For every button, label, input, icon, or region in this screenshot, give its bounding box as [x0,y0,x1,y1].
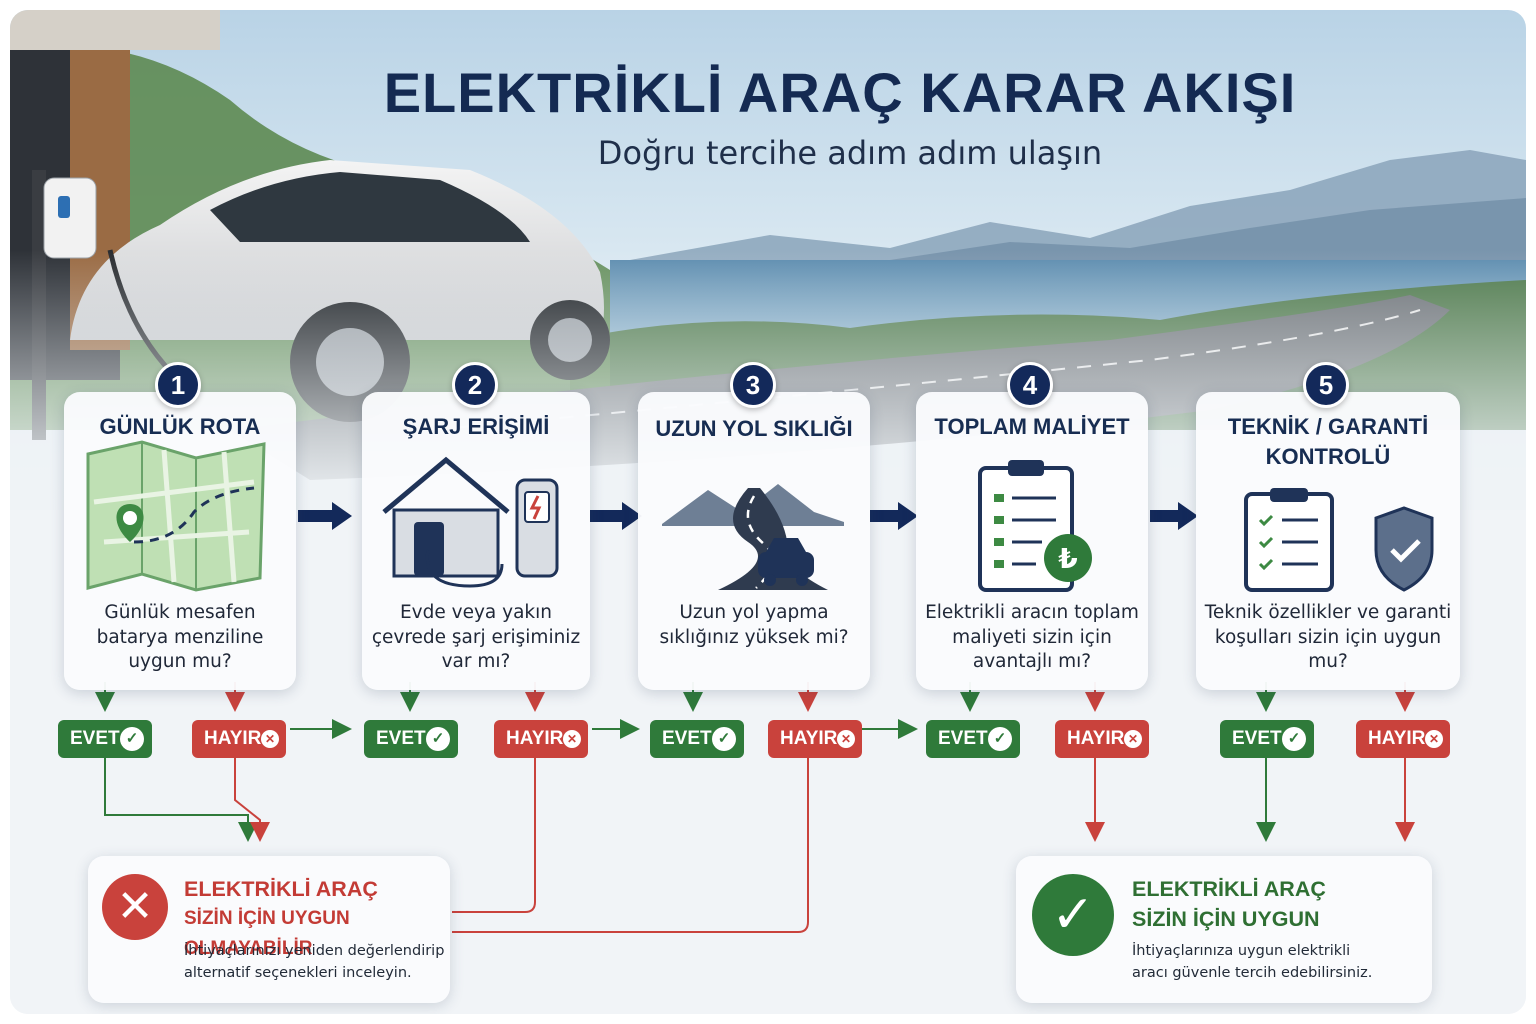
check-icon: ✓ [988,727,1012,751]
step-question: Günlük mesafen batarya menziline uygun m… [96,602,264,672]
check-icon: ✓ [1282,727,1306,751]
check-icon: ✓ [120,727,144,751]
step-title: TEKNİK / GARANTİ KONTROLÜ [1227,414,1429,469]
x-circle-icon: ✕ [102,874,168,940]
page-subtitle: Doğru tercihe adım adım ulaşın [597,134,1103,172]
x-icon: ✕ [563,730,581,748]
yes-label: EVET [938,728,988,749]
no-badge: HAYIR✕ [768,720,862,758]
check-circle-icon: ✓ [1032,874,1114,956]
step-question: Teknik özellikler ve garanti koşulları s… [1204,602,1452,672]
map-pin-icon [86,440,266,592]
step-number: 1 [155,362,201,408]
step-number: 4 [1007,362,1053,408]
yes-label: EVET [70,728,120,749]
negative-result-text: İhtiyaçlarınızı yeniden değerlendirip al… [184,943,445,981]
yes-badge: EVET✓ [58,720,152,758]
positive-result-title: ELEKTRİKLİ ARAÇ SİZİN İÇİN UYGUN [1132,877,1326,931]
step-question: Uzun yol yapma sıklığınız yüksek mi? [659,602,849,648]
x-icon: ✕ [1124,730,1142,748]
step-card-long-trips: UZUN YOL SIKLIĞI Uzun yol yapma sıklığın… [638,392,870,690]
negative-result-title: ELEKTRİKLİ ARAÇ SİZİN İÇİN UYGUN OLMAYAB… [184,877,378,959]
yes-badge: EVET✓ [926,720,1020,758]
step-card-daily-route: GÜNLÜK ROTA Günlük mesafen batarya menzi… [64,392,296,690]
step-title: UZUN YOL SIKLIĞI [655,416,853,441]
clipboard-lira-icon: ₺ [978,460,1092,592]
no-label: HAYIR [204,728,262,749]
check-icon: ✓ [712,727,736,751]
page-title: ELEKTRİKLİ ARAÇ KARAR AKIŞI [383,61,1297,124]
step-title: TOPLAM MALİYET [934,414,1130,439]
no-label: HAYIR [506,728,564,749]
no-badge: HAYIR✕ [1055,720,1149,758]
step-question: Evde veya yakın çevrede şarj erişiminiz … [371,602,581,672]
step-card-technical-warranty: TEKNİK / GARANTİ KONTROLÜ Teknik özellik… [1196,392,1460,690]
home-charger-icon [382,456,559,588]
no-badge: HAYIR✕ [494,720,588,758]
no-label: HAYIR [780,728,838,749]
no-label: HAYIR [1067,728,1125,749]
yes-badge: EVET✓ [1220,720,1314,758]
no-badge: HAYIR✕ [192,720,286,758]
step-card-total-cost: TOPLAM MALİYET ₺ Elektrikli aracın topla… [916,392,1148,690]
no-label: HAYIR [1368,728,1426,749]
yes-label: EVET [1232,728,1282,749]
step-number: 2 [452,362,498,408]
x-icon: ✕ [1425,730,1443,748]
step-title: ŞARJ ERİŞİMİ [402,414,550,439]
step-number: 5 [1303,362,1349,408]
negative-result-box: ✕ ELEKTRİKLİ ARAÇ SİZİN İÇİN UYGUN OLMAY… [88,856,450,1003]
yes-label: EVET [662,728,712,749]
positive-result-box: ✓ ELEKTRİKLİ ARAÇ SİZİN İÇİN UYGUN İhtiy… [1016,856,1432,1003]
no-badge: HAYIR✕ [1356,720,1450,758]
positive-result-text: İhtiyaçlarınıza uygun elektrikli aracı g… [1132,943,1373,981]
checklist-shield-icon [1244,488,1434,592]
yes-badge: EVET✓ [650,720,744,758]
infographic-frame: ELEKTRİKLİ ARAÇ KARAR AKIŞI Doğru tercih… [10,10,1526,1014]
step-card-charging-access: ŞARJ ERİŞİMİ Evde veya yakın çevrede şar… [362,392,590,690]
check-icon: ✓ [426,727,450,751]
x-icon: ✕ [261,730,279,748]
road-car-icon [662,484,844,590]
x-icon: ✕ [837,730,855,748]
yes-label: EVET [376,728,426,749]
step-number: 3 [730,362,776,408]
step-question: Elektrikli aracın toplam maliyeti sizin … [925,602,1139,672]
step-title: GÜNLÜK ROTA [99,414,261,439]
svg-text:₺: ₺ [1058,542,1077,575]
step-arrows [298,502,1198,530]
yes-badge: EVET✓ [364,720,458,758]
